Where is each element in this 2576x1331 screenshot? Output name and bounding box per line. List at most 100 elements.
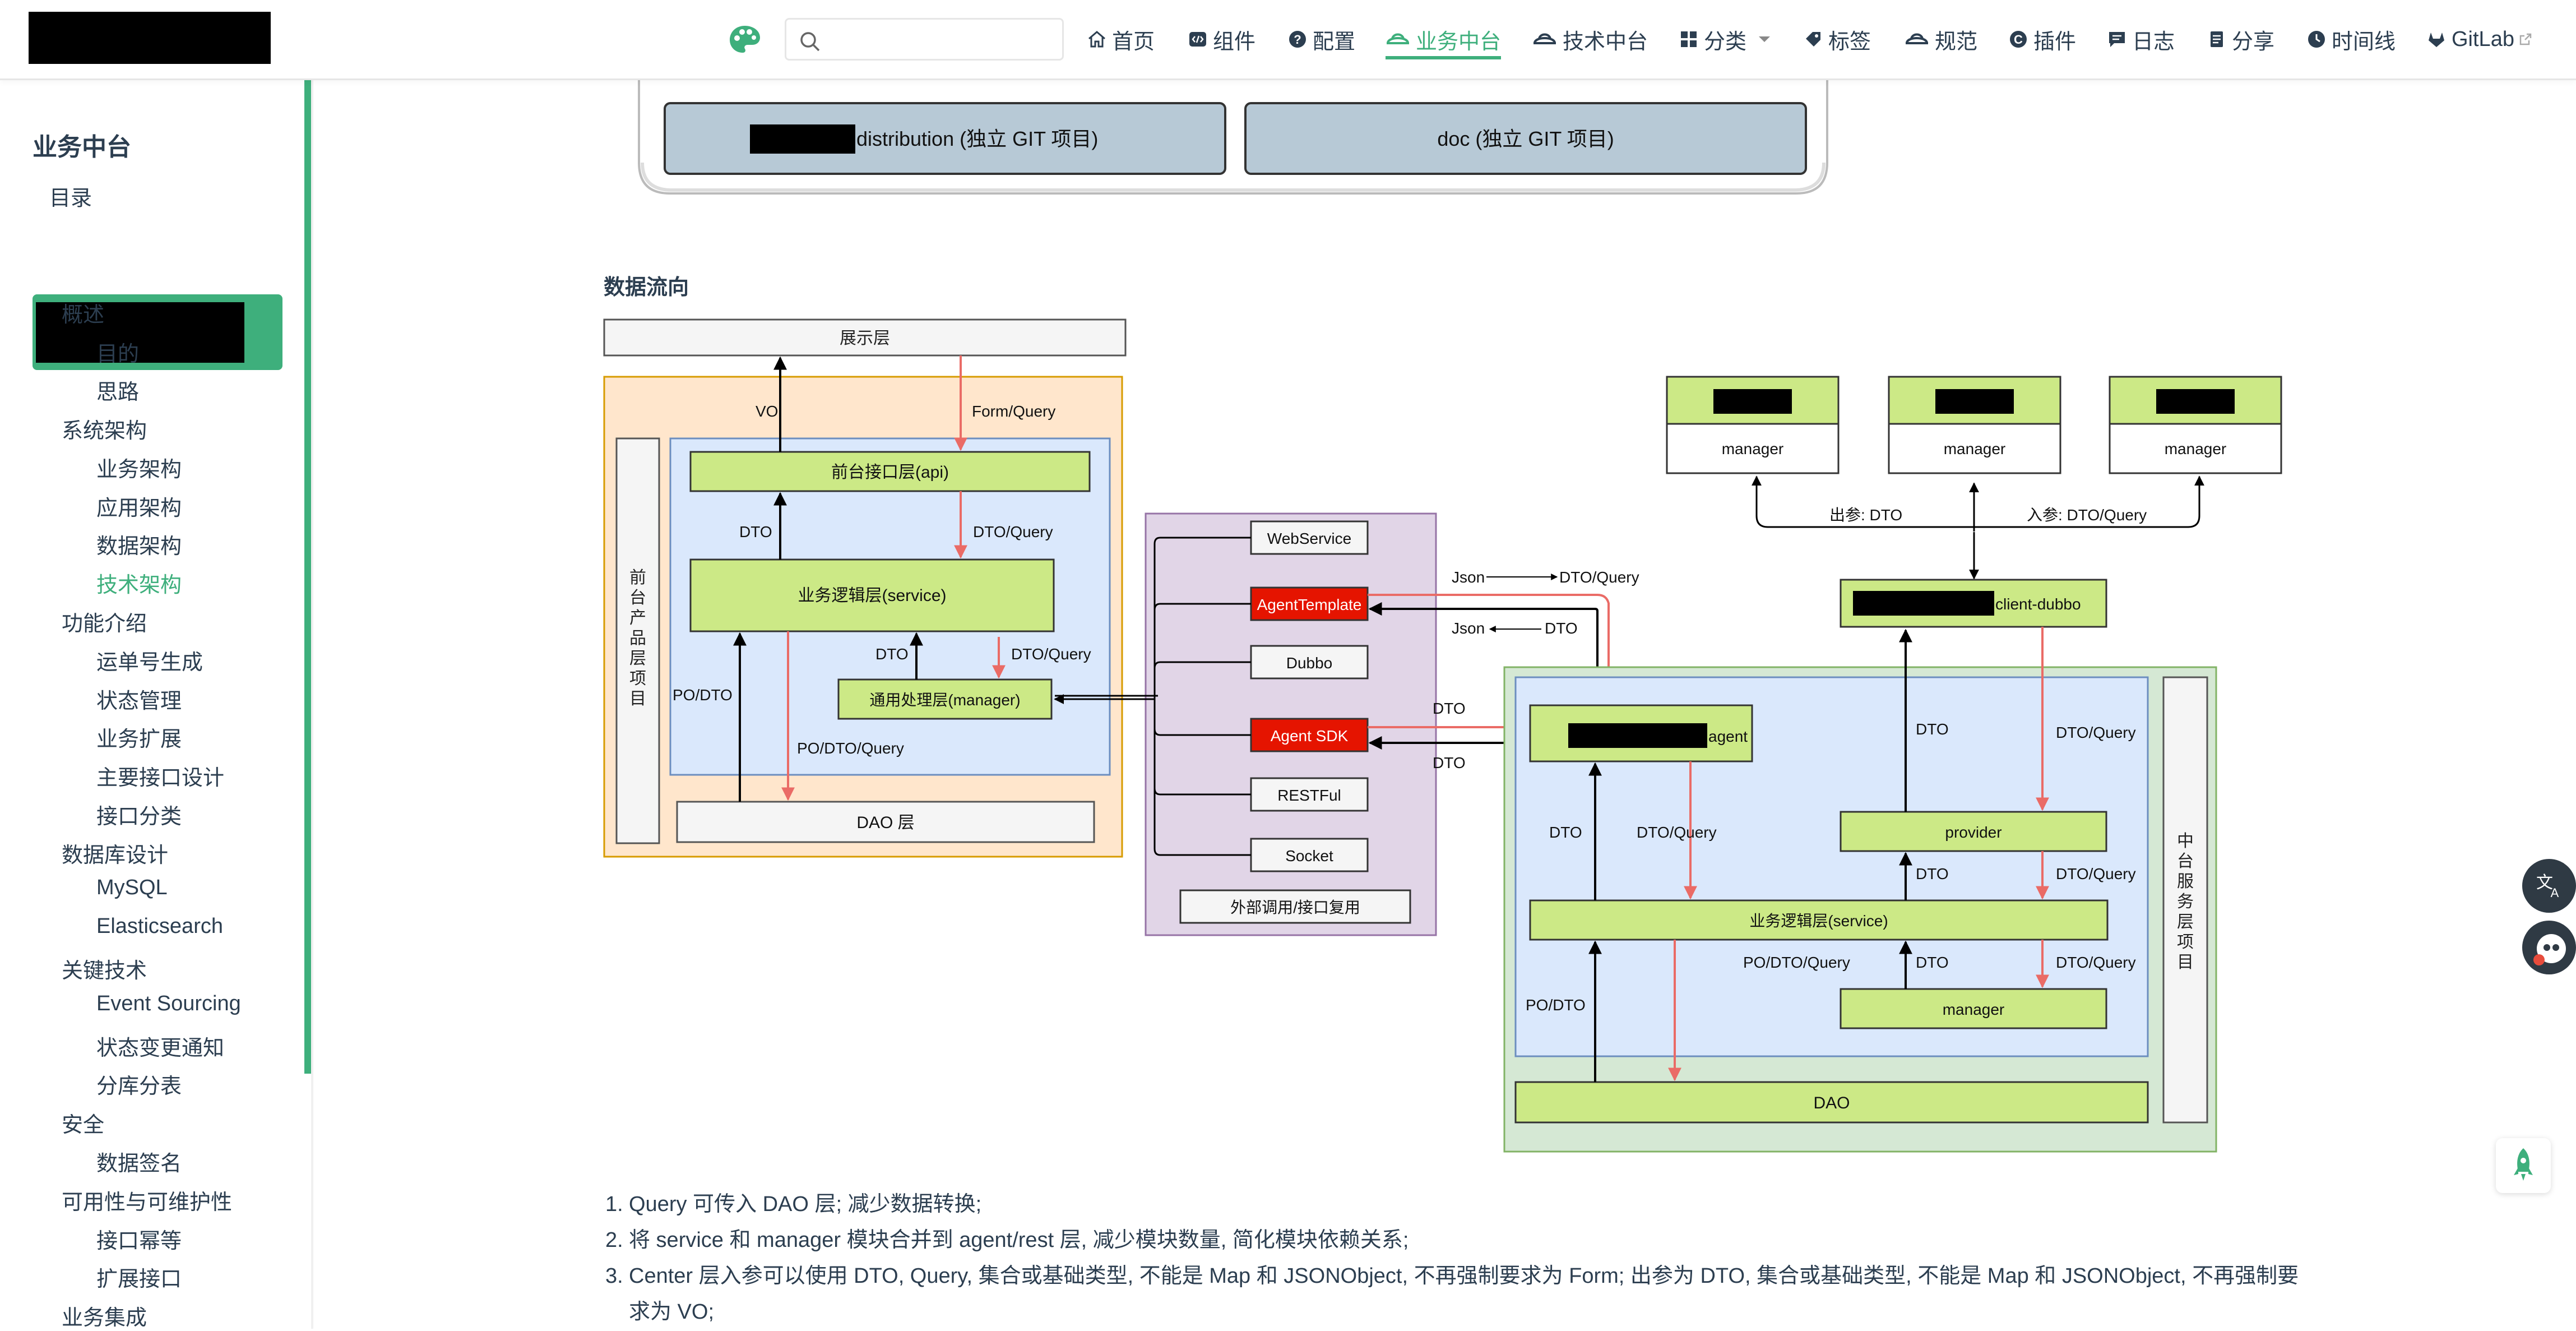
cloud-hat-icon [1533, 33, 1556, 44]
nav-tags[interactable]: 标签 [1804, 0, 1871, 78]
dao-label: DAO [1813, 1094, 1850, 1112]
vo-label: VO [756, 403, 778, 420]
nav-share-label: 分享 [2232, 30, 2275, 54]
sidebar-item[interactable]: 状态变更通知 [96, 1037, 225, 1060]
dto-query-label: DTO/Query [2056, 724, 2136, 741]
sidebar-item[interactable]: Elasticsearch [96, 914, 223, 938]
sidebar-item[interactable]: 数据架构 [96, 535, 182, 558]
svg-text:A: A [2551, 886, 2559, 900]
dto-label: DTO [1433, 700, 1466, 717]
dto-label: DTO [1916, 954, 1949, 971]
c-circle-icon: C [2010, 31, 2027, 48]
sidebar-item[interactable]: 目的 [96, 343, 140, 366]
sidebar-item[interactable]: 功能介绍 [62, 612, 147, 636]
provider-label: provider [1945, 824, 2002, 841]
nav-business-platform-label: 业务中台 [1416, 30, 1502, 54]
nav-standards-label: 规范 [1935, 30, 1978, 54]
client-dubbo-label: client-dubbo [1995, 595, 2081, 613]
list-item: 2.将 service 和 manager 模块合并到 agent/rest 层… [605, 1228, 1409, 1252]
clock-icon [2308, 31, 2325, 48]
sidebar-item[interactable]: 运单号生成 [96, 651, 203, 674]
palette-icon[interactable] [729, 25, 761, 54]
translate-button[interactable]: 文 A [2522, 859, 2576, 913]
doc-box-label: doc (独立 GIT 项目) [1437, 127, 1614, 150]
sidebar-item[interactable]: 业务集成 [62, 1306, 147, 1330]
agent-template-label: AgentTemplate [1257, 596, 1362, 613]
sidebar-item[interactable]: 扩展接口 [96, 1268, 182, 1291]
top-navbar: 首页 组件 ? 配置 业务中台 技术中台 分类 标签 规范 C 插件 日志 分享 [0, 0, 2576, 80]
assistant-button[interactable] [2522, 921, 2576, 974]
out-param-label: 出参: DTO [1829, 506, 1902, 524]
list-item: 1.Query 可传入 DAO 层; 减少数据转换; [605, 1193, 982, 1216]
po-dto-query-label: PO/DTO/Query [797, 740, 904, 757]
sidebar-toc[interactable]: 目录 [49, 187, 92, 210]
nav-timeline[interactable]: 时间线 [2307, 0, 2396, 78]
dao-layer-label: DAO 层 [856, 814, 914, 832]
site-logo-redacted[interactable] [29, 12, 271, 64]
nav-tech-platform[interactable]: 技术中台 [1532, 0, 1648, 78]
sidebar-scrollbar[interactable] [304, 78, 311, 1074]
nav-standards[interactable]: 规范 [1905, 0, 1977, 78]
sidebar-item[interactable]: 概述 [62, 303, 105, 327]
sidebar-item[interactable]: 系统架构 [62, 419, 147, 443]
sidebar-item[interactable]: 接口幂等 [96, 1230, 182, 1253]
in-param-label: 入参: DTO/Query [2027, 506, 2147, 524]
agent-sdk-label: Agent SDK [1271, 727, 1349, 745]
svg-text:服: 服 [2177, 872, 2194, 891]
sidebar-item[interactable]: 应用架构 [96, 497, 182, 520]
sidebar-item[interactable]: 数据库设计 [62, 844, 169, 867]
nav-gitlab[interactable]: GitLab [2427, 0, 2532, 78]
sidebar-item[interactable]: 安全 [62, 1113, 105, 1137]
display-layer-label: 展示层 [840, 329, 890, 348]
sidebar-item[interactable]: 可用性与可维护性 [62, 1191, 233, 1214]
middle-project-label: 中 台 服 务 层 项 目 [2177, 832, 2194, 972]
svg-text:产: 产 [629, 609, 646, 627]
json-label: Json [1452, 569, 1485, 586]
sidebar-active-page-redacted[interactable] [33, 294, 282, 370]
sidebar-item-active[interactable]: 技术架构 [96, 574, 182, 597]
nav-components-label: 组件 [1213, 30, 1256, 54]
sidebar-item[interactable]: 分库分表 [96, 1075, 182, 1098]
po-dto-label: PO/DTO [1526, 996, 1586, 1014]
dto-label: DTO [739, 523, 772, 540]
tag-icon [1806, 32, 1820, 47]
dto-query-label: DTO/Query [973, 523, 1053, 540]
sidebar-item[interactable]: 业务扩展 [96, 728, 182, 751]
sidebar-item[interactable]: 数据签名 [96, 1152, 182, 1176]
nav-share[interactable]: 分享 [2207, 0, 2274, 78]
sidebar-item[interactable]: 关键技术 [62, 959, 147, 983]
svg-text:?: ? [1294, 33, 1301, 47]
external-call-label: 外部调用/接口复用 [1230, 899, 1360, 916]
nav-components[interactable]: 组件 [1188, 0, 1255, 78]
socket-label: Socket [1285, 847, 1333, 865]
sidebar-item[interactable]: 主要接口设计 [96, 766, 225, 790]
svg-text:台: 台 [2177, 852, 2194, 871]
sidebar-item[interactable]: Event Sourcing [96, 992, 241, 1015]
sidebar-item[interactable]: MySQL [96, 876, 168, 899]
back-to-top-button[interactable] [2496, 1138, 2551, 1193]
nav-plugins[interactable]: C 插件 [2009, 0, 2076, 78]
svg-text:台: 台 [629, 589, 646, 607]
external-link-icon [2519, 33, 2532, 45]
nav-business-platform[interactable]: 业务中台 [1386, 0, 1502, 78]
nav-tech-platform-label: 技术中台 [1563, 30, 1648, 54]
nav-category-label: 分类 [1704, 30, 1747, 54]
nav-timeline-label: 时间线 [2332, 30, 2396, 54]
search-box[interactable] [785, 18, 1064, 61]
robot-icon [2533, 934, 2566, 965]
svg-text:文: 文 [2536, 874, 2553, 892]
sidebar: 业务中台 目录 概述 目的 思路 系统架构 业务架构 应用架构 数据架构 技术架… [0, 78, 311, 1330]
sidebar-item[interactable]: 业务架构 [96, 458, 182, 482]
svg-text:品: 品 [629, 629, 646, 648]
module-diagram-fragment: distribution (独立 GIT 项目) doc (独立 GIT 项目) [638, 78, 1828, 195]
sidebar-item[interactable]: 思路 [96, 381, 140, 404]
message-icon [2109, 32, 2125, 47]
nav-config[interactable]: ? 配置 [1288, 0, 1355, 78]
search-input[interactable] [831, 24, 1052, 56]
sidebar-item[interactable]: 接口分类 [96, 805, 182, 829]
code-icon [1189, 32, 1206, 47]
nav-log[interactable]: 日志 [2107, 0, 2175, 78]
nav-category[interactable]: 分类 [1679, 0, 1771, 78]
nav-home[interactable]: 首页 [1087, 0, 1155, 78]
sidebar-item[interactable]: 状态管理 [96, 690, 182, 713]
